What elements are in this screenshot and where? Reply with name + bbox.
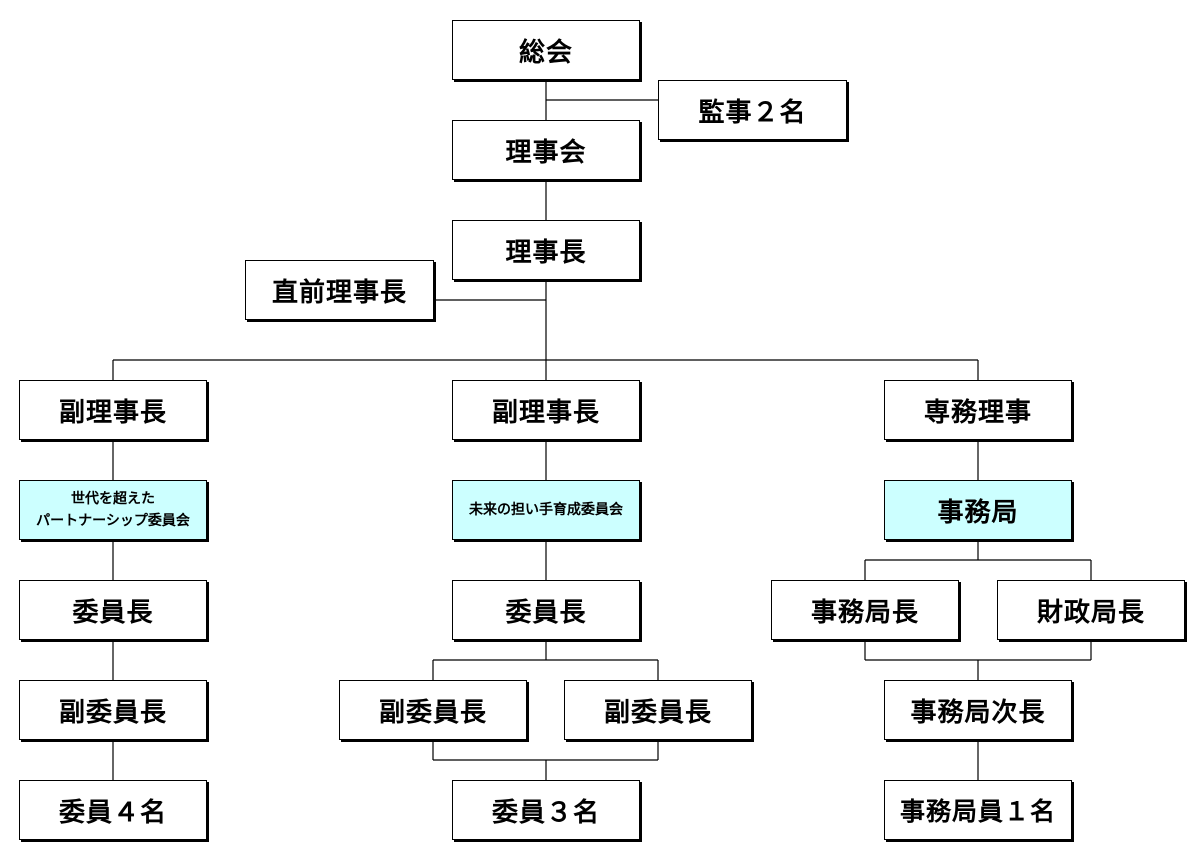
deputy-secretary-general-box: 事務局次長 (884, 680, 1072, 740)
board-box: 理事会 (452, 120, 640, 180)
partnership-committee-line1: 世代を超えた (70, 491, 155, 507)
left-vice-chair-box: 副委員長 (19, 680, 207, 740)
secretariat-label: 事務局 (937, 497, 1019, 528)
general-assembly-box: 総会 (452, 20, 640, 80)
center-vice-chair-b-box: 副委員長 (564, 680, 752, 740)
board-label: 理事会 (505, 137, 587, 168)
past-chairman-box: 直前理事長 (245, 260, 434, 320)
executive-director-label: 専務理事 (923, 397, 1032, 428)
future-leaders-committee-box: 未来の担い手育成委員会 (452, 480, 640, 540)
deputy-secretary-general-label: 事務局次長 (910, 697, 1046, 728)
chairman-label: 理事長 (505, 237, 587, 268)
center-vice-chair-b-label: 副委員長 (603, 697, 712, 728)
secretariat-box: 事務局 (884, 480, 1072, 540)
center-vice-chair-a-label: 副委員長 (378, 697, 487, 728)
left-vice-chairman-label: 副理事長 (58, 397, 167, 428)
executive-director-box: 専務理事 (884, 380, 1072, 440)
auditors-box: 監事２名 (658, 80, 847, 140)
center-members-label: 委員３名 (491, 797, 600, 828)
left-chair-box: 委員長 (19, 580, 207, 640)
past-chairman-label: 直前理事長 (271, 277, 407, 308)
center-members-box: 委員３名 (452, 780, 640, 840)
left-vice-chairman-box: 副理事長 (19, 380, 207, 440)
left-chair-label: 委員長 (72, 597, 154, 628)
partnership-committee-box: 世代を超えた パートナーシップ委員会 (19, 480, 207, 540)
center-chair-label: 委員長 (505, 597, 587, 628)
auditors-label: 監事２名 (698, 97, 807, 128)
center-vice-chairman-label: 副理事長 (491, 397, 600, 428)
left-vice-chair-label: 副委員長 (58, 697, 167, 728)
center-chair-box: 委員長 (452, 580, 640, 640)
left-members-label: 委員４名 (58, 797, 167, 828)
partnership-committee-line2: パートナーシップ委員会 (36, 513, 190, 529)
partnership-committee-label: 世代を超えた パートナーシップ委員会 (36, 488, 190, 532)
center-vice-chairman-box: 副理事長 (452, 380, 640, 440)
finance-director-label: 財政局長 (1036, 597, 1145, 628)
secretariat-staff-label: 事務局員１名 (899, 797, 1056, 826)
left-members-box: 委員４名 (19, 780, 207, 840)
secretary-general-label: 事務局長 (810, 597, 919, 628)
general-assembly-label: 総会 (518, 37, 573, 68)
future-leaders-committee-label: 未来の担い手育成委員会 (469, 502, 623, 518)
secretariat-staff-box: 事務局員１名 (884, 780, 1072, 840)
chairman-box: 理事長 (452, 220, 640, 280)
center-vice-chair-a-box: 副委員長 (339, 680, 527, 740)
finance-director-box: 財政局長 (997, 580, 1185, 640)
secretary-general-box: 事務局長 (771, 580, 959, 640)
